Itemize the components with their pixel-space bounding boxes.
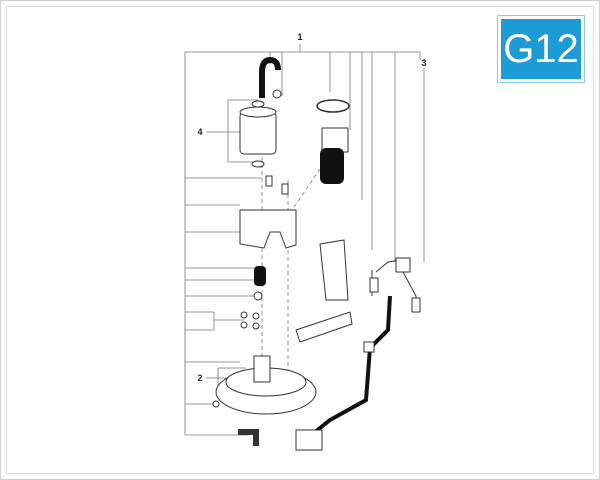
strainer-part (295, 239, 353, 343)
leader-lines (184, 44, 425, 436)
fuel-filter-part (239, 100, 277, 168)
washer-part (253, 291, 263, 301)
small-fittings (240, 311, 260, 330)
screw-parts (265, 175, 289, 195)
section-badge: G12 (497, 15, 585, 83)
hose-part (259, 56, 281, 98)
callout-3: 3 (421, 58, 426, 68)
wiring-harness-part (295, 257, 421, 451)
bolt-part (212, 400, 220, 408)
callout-1: 1 (297, 32, 302, 42)
clip-part (272, 89, 282, 99)
flange-part (215, 355, 317, 415)
callout-2: 2 (197, 373, 202, 383)
pump-holder-part (239, 209, 297, 249)
callout-4: 4 (197, 127, 202, 137)
elbow-fitting-part (238, 429, 259, 446)
seal-ring-part (316, 99, 350, 113)
fuel-pump-part (320, 127, 349, 184)
sensor-part (254, 266, 266, 286)
diagram-border (6, 6, 594, 474)
section-badge-label: G12 (503, 26, 579, 71)
